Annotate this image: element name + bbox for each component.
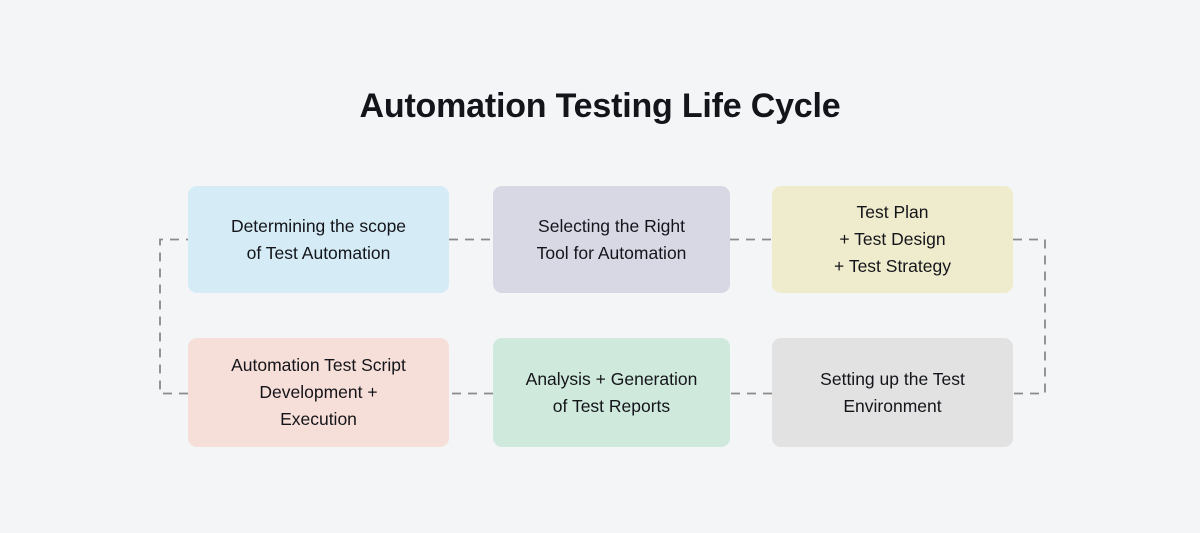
process-node-3[interactable]: Test Plan + Test Design + Test Strategy [772,186,1013,293]
connector-node4-node1 [159,238,188,395]
process-node-1[interactable]: Determining the scope of Test Automation [188,186,449,293]
process-node-3-label: Test Plan + Test Design + Test Strategy [834,202,951,276]
process-node-4-label: Automation Test Script Development + Exe… [231,355,406,429]
process-node-2[interactable]: Selecting the Right Tool for Automation [493,186,730,293]
connector-node3-node6 [1013,238,1046,395]
process-node-6-label: Setting up the Test Environment [820,368,965,416]
page-title: Automation Testing Life Cycle [359,87,841,125]
process-node-5[interactable]: Analysis + Generation of Test Reports [493,338,730,447]
process-node-2-label: Selecting the Right Tool for Automation [536,215,687,263]
process-node-1-label: Determining the scope of Test Automation [230,215,407,263]
process-node-4[interactable]: Automation Test Script Development + Exe… [188,338,449,447]
process-node-6[interactable]: Setting up the Test Environment [772,338,1013,447]
process-node-5-label: Analysis + Generation of Test Reports [525,368,698,416]
